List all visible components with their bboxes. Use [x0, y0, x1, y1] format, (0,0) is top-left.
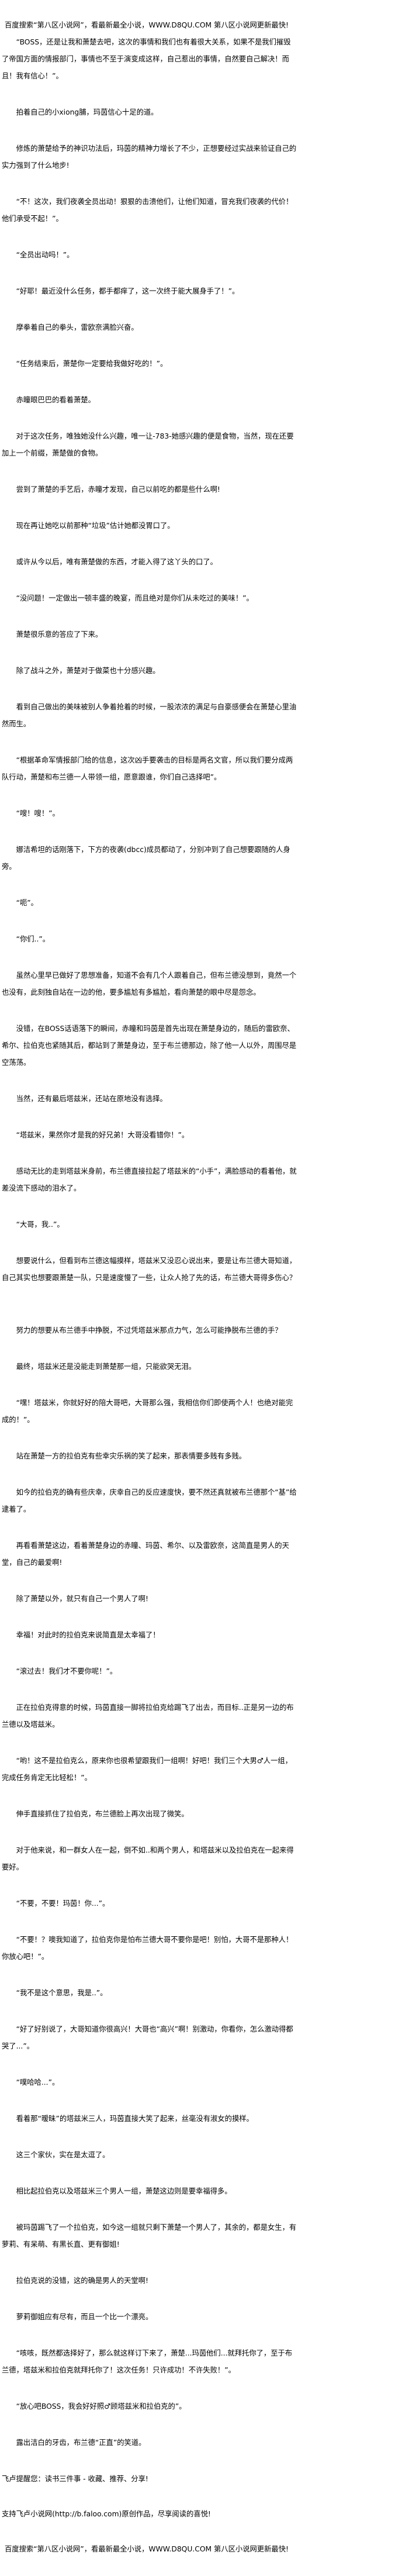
chapter-body: “BOSS，还是让我和萧楚去吧，这次的事情和我们也有着很大关系，如果不是我们摧毁…	[2, 34, 297, 2451]
paragraph: “我不是这个意思，我是..”。	[16, 1989, 108, 1997]
paragraph: 除了萧楚以外，就只有自己一个男人了啊!	[16, 1595, 148, 1603]
paragraph: 最终，塔兹米还是没能走到萧楚那一组，只能欲哭无泪。	[16, 1363, 196, 1371]
paragraph: 对于这次任务，唯独她没什么兴趣，唯一让-783-她感兴趣的便是食物，当然，现在还…	[2, 432, 294, 457]
paragraph: “根据革命军情报部门给的信息，这次凶手要袭击的目标是两名文官，所以我们要分成两队…	[2, 756, 293, 781]
paragraph: 除了战斗之外，萧楚对于做菜也十分感兴趣。	[16, 667, 160, 675]
paragraph: 伸手直接抓住了拉伯克，布兰德脸上再次出现了微笑。	[16, 1810, 189, 1818]
paragraph: “好耶！最近没什么任务，都手都痒了，这一次终于能大展身手了！”。	[16, 287, 240, 295]
paragraph: 相比起拉伯克以及塔兹米三个男人一组，萧楚这边则是要幸福得多。	[16, 2187, 232, 2195]
paragraph: 当然，还有最后塔兹米，还站在原地没有选择。	[16, 1095, 167, 1103]
footer-support: 支持飞卢小说网(http://b.faloo.com)原创作品，尽享阅读的喜悦!	[2, 2510, 211, 2518]
paragraph: “不！这次，我们夜袭全员出动！狠狠的击溃他们，让他们知道，冒充我们夜袭的代价！他…	[2, 198, 293, 223]
paragraph: “嘿！塔兹米，你就好好的陪大哥吧，大哥那么强，我相信你们即使两个人！也绝对能完成…	[2, 1399, 293, 1424]
paragraph: 感动无比的走到塔兹米身前，布兰德直接拉起了塔兹米的“小手”，满脸感动的看着他，就…	[2, 1167, 297, 1192]
paragraph: 看到自己做出的美味被别人争着抢着的时候，一股浓浓的满足与自豪感便会在萧楚心里油然…	[2, 703, 297, 728]
site-banner-bottom: 百度搜索“第八区小说网”，看最新最全小说，WWW.D8QU.COM 第八区小说网…	[5, 2545, 289, 2553]
paragraph: 露出洁白的牙齿，布兰德“正直”的笑道。	[16, 2439, 146, 2447]
paragraph: 努力的想要从布兰德手中挣脱，不过凭塔兹米那点力气，怎么可能挣脱布兰德的手？	[16, 1326, 282, 1334]
paragraph: 正在拉伯克得意的时候，玛茵直接一脚将拉伯克给踢飞了出去，而目标..正是另一边的布…	[2, 1703, 294, 1729]
paragraph: 现在再让她吃以前那种“垃圾”估计她都没胃口了。	[16, 522, 175, 530]
paragraph: 站在萧楚一方的拉伯克有些幸灾乐祸的笑了起来，那表情要多贱有多贱。	[16, 1452, 247, 1460]
paragraph: 幸福！对此时的拉伯克来说简直是太幸福了！	[16, 1631, 160, 1639]
paragraph: “放心吧BOSS，我会好好照♂顾塔兹米和拉伯克的”。	[16, 2402, 186, 2411]
paragraph: “不要！？噢我知道了，拉伯克你是怕布兰德大哥不要你是吧！别怕，大哥不是那种人！你…	[2, 1936, 293, 1961]
paragraph: 看着那“暧昧”的塔兹米三人，玛茵直接大笑了起来，丝毫没有淑女的摸样。	[16, 2115, 254, 2123]
paragraph: 赤瞳眼巴巴的看着萧楚。	[16, 396, 95, 404]
site-banner-top: 百度搜索“第八区小说网”，看最新最全小说，WWW.D8QU.COM 第八区小说网…	[5, 21, 289, 29]
paragraph: 娜洁希坦的话刚落下，下方的夜袭(dbcc)成员都动了，分别冲到了自己想要跟随的人…	[2, 846, 290, 871]
paragraph: “任务结束后，萧楚你一定要给我做好吃的！”。	[16, 360, 168, 368]
paragraph: 萝莉御姐应有尽有，而且一个比一个漂亮。	[16, 2313, 153, 2321]
paragraph: “没问题！一定做出一顿丰盛的晚宴，而且绝对是你们从未吃过的美味！”。	[16, 594, 254, 602]
paragraph: “滚过去！我们才不要你呢！”。	[16, 1667, 117, 1675]
paragraph: 萧楚很乐意的答应了下来。	[16, 630, 103, 639]
paragraph: “塔兹米，果然你才是我的好兄弟！大哥没看错你！”。	[16, 1131, 189, 1139]
paragraph: “哟！这不是拉伯克么，原来你也很希望跟我们一组啊！好吧！我们三个大男♂人一组，完…	[2, 1757, 292, 1782]
paragraph: 或许从今以后，唯有萧楚做的东西，才能入得了这丫头的口了。	[16, 558, 217, 566]
paragraph: “大哥，我..”。	[16, 1220, 64, 1229]
paragraph: “嗖！嗖！”。	[16, 809, 60, 818]
paragraph: 再看看萧楚这边，看着萧楚身边的赤瞳、玛茵、希尔、以及雷欧奈，这简直是男人的天堂，…	[2, 1542, 289, 1567]
paragraph: 这三个家伙，实在是太逗了。	[16, 2151, 110, 2159]
paragraph: 被玛茵踢飞了一个拉伯克，如今这一组就只剩下萧楚一个男人了，其余的，都是女生，有萝…	[2, 2223, 297, 2249]
paragraph: “呃”。	[16, 899, 38, 907]
paragraph: 如今的拉伯克的确有些庆幸，庆幸自己的反应速度快，要不然还真就被布兰德那个“基”给…	[2, 1488, 297, 1513]
paragraph: “不要，不要！玛茵！你...”。	[16, 1899, 110, 1908]
footer-reminder: 飞卢提醒您：读书三件事 - 收藏、推荐、分享!	[2, 2475, 148, 2483]
paragraph: “BOSS，还是让我和萧楚去吧，这次的事情和我们也有着很大关系，如果不是我们摧毁…	[2, 38, 291, 80]
paragraph: 对于他来说，和一群女人在一起，倒不如..和两个男人，和塔兹米以及拉伯克在一起来得…	[2, 1846, 294, 1871]
paragraph: “咳咳，既然都选择好了，那么就这样订下来了，萧楚...玛茵他们...就拜托你了，…	[2, 2349, 293, 2374]
paragraph: 虽然心里早已做好了思想准备，知道不会有几个人跟着自己，但布兰德没想到，竟然一个也…	[2, 971, 297, 996]
paragraph: 拍着自己的小xiong脯，玛茵信心十足的道。	[16, 108, 158, 116]
paragraph: “好了好别说了，大哥知道你很高兴！大哥也“高兴”啊！别激动，你看你，怎么激动得都…	[2, 2025, 293, 2050]
paragraph: 尝到了萧楚的手艺后，赤瞳才发现，自己以前吃的都是些什么啊!	[16, 485, 220, 494]
paragraph: 想要说什么，但看到布兰德这幅摸样，塔兹米又没忍心说出来，要是让布兰德大哥知道，自…	[2, 1257, 297, 1282]
paragraph: “全员出动吗！”。	[16, 251, 74, 259]
paragraph: 修炼的萧楚给予的神识功法后，玛茵的精神力增长了不少，正想要经过实战来验证自己的实…	[2, 144, 297, 170]
chapter-content: 百度搜索“第八区小说网”，看最新最全小说，WWW.D8QU.COM 第八区小说网…	[2, 17, 297, 2576]
paragraph: “你们..”。	[16, 935, 50, 943]
paragraph: 摩拳着自己的拳头，雷欧奈满脸兴奋。	[16, 323, 138, 332]
paragraph: “噗哈哈...”。	[16, 2078, 60, 2087]
paragraph: 拉伯克说的没错，这的确是男人的天堂啊!	[16, 2277, 148, 2285]
paragraph: 没错，在BOSS话语落下的瞬间，赤瞳和玛茵是首先出现在萧楚身边的，随后的雷欧奈、…	[2, 1025, 297, 1067]
